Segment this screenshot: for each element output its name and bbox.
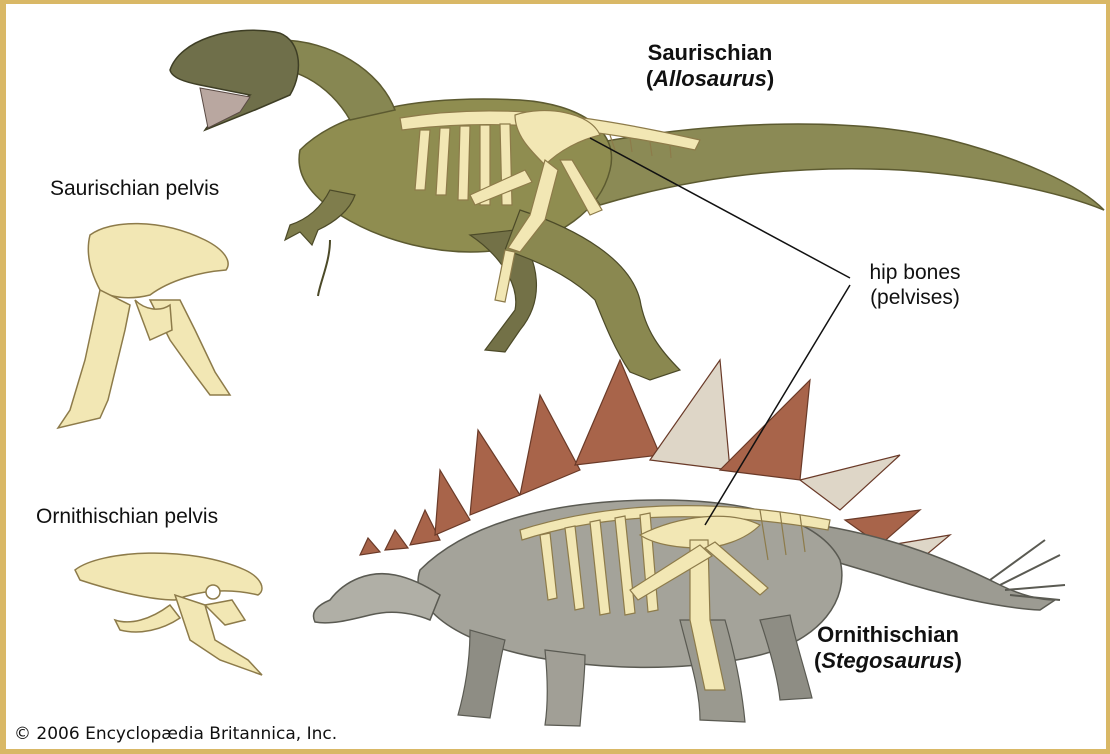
ornithischian-label: Ornithischian (Stegosaurus) xyxy=(788,622,988,674)
copyright-credit: © 2006 Encyclopædia Britannica, Inc. xyxy=(14,724,337,744)
hip-bones-line2: (pelvises) xyxy=(860,285,970,310)
ornithischian-pelvis-drawing xyxy=(75,553,262,675)
saurischian-label: Saurischian (Allosaurus) xyxy=(615,40,805,92)
saurischian-name: Saurischian xyxy=(615,40,805,66)
hip-bones-label: hip bones (pelvises) xyxy=(860,260,970,310)
stegosaurus-genus: Stegosaurus xyxy=(821,648,954,673)
stegosaurus-genus-line: (Stegosaurus) xyxy=(788,648,988,674)
saurischian-pelvis-drawing xyxy=(58,224,230,428)
ornithischian-name: Ornithischian xyxy=(788,622,988,648)
allosaurus-genus: Allosaurus xyxy=(653,66,767,91)
hip-bones-line1: hip bones xyxy=(860,260,970,285)
allosaurus-genus-line: (Allosaurus) xyxy=(615,66,805,92)
saurischian-pelvis-label: Saurischian pelvis xyxy=(50,177,219,201)
ornithischian-pelvis-label: Ornithischian pelvis xyxy=(36,505,218,529)
